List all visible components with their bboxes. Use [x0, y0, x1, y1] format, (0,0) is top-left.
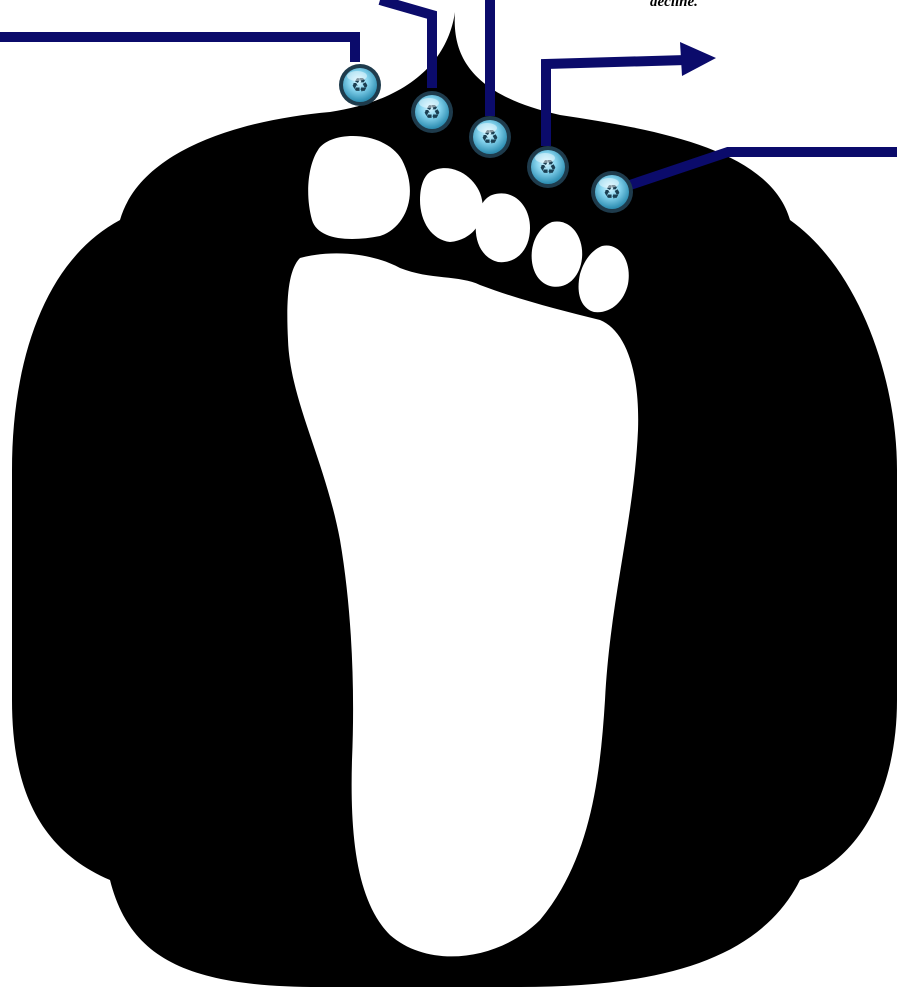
recycle-icon: ♻: [591, 171, 633, 213]
arrow-head: [680, 42, 716, 76]
recycle-icon: ♻: [469, 116, 511, 158]
caption-text: decline.: [650, 0, 790, 11]
toe-third: [476, 193, 530, 262]
recycle-icon: ♻: [527, 146, 569, 188]
recycle-icon: ♻: [339, 64, 381, 106]
toe-big: [308, 136, 410, 239]
recycle-icon: ♻: [411, 91, 453, 133]
connector-1: [0, 37, 355, 62]
